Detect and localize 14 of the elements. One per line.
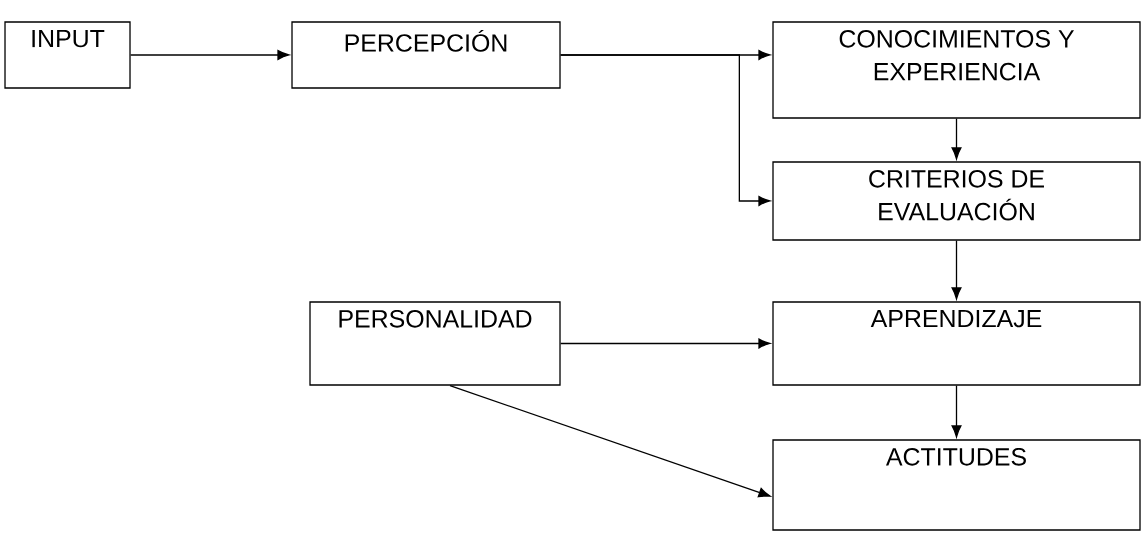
arrow xyxy=(951,240,962,300)
arrow xyxy=(951,385,962,438)
process-box: PERCEPCIÓN xyxy=(291,21,561,89)
process-box: CONOCIMIENTOS Y EXPERIENCIA xyxy=(772,21,1141,119)
arrow xyxy=(560,54,771,206)
arrow xyxy=(449,385,771,498)
process-box: PERSONALIDAD xyxy=(309,301,561,386)
process-box: CRITERIOS DE EVALUACIÓN xyxy=(772,161,1141,241)
arrow xyxy=(130,50,290,60)
arrow xyxy=(951,118,962,160)
process-box: INPUT xyxy=(4,21,131,89)
arrow xyxy=(560,338,771,349)
process-box: APRENDIZAJE xyxy=(772,301,1141,386)
process-box: ACTITUDES xyxy=(772,439,1141,531)
